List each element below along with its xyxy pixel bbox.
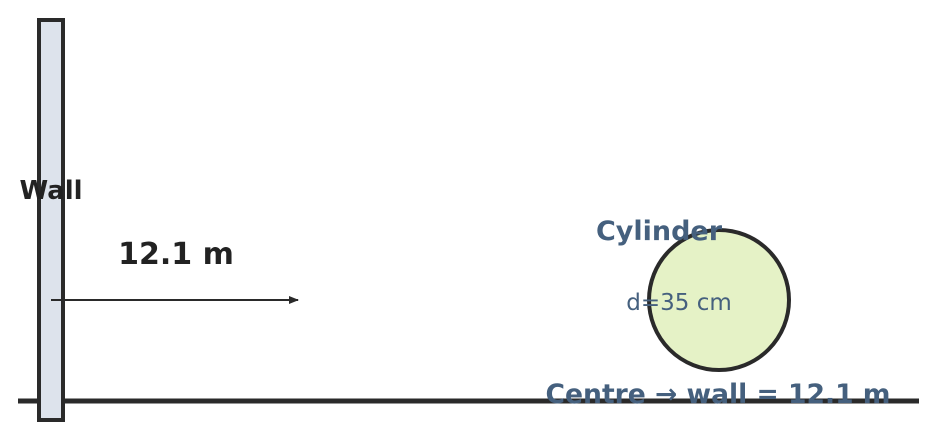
wall-rect: [37, 18, 65, 422]
wall-label: Wall: [19, 176, 82, 206]
cylinder-circle: [647, 228, 791, 372]
diameter-label: d=35 cm: [626, 290, 732, 316]
caption-label: Centre → wall = 12.1 m: [546, 379, 891, 410]
cylinder-label: Cylinder: [596, 216, 723, 247]
distance-label: 12.1 m: [118, 237, 234, 272]
